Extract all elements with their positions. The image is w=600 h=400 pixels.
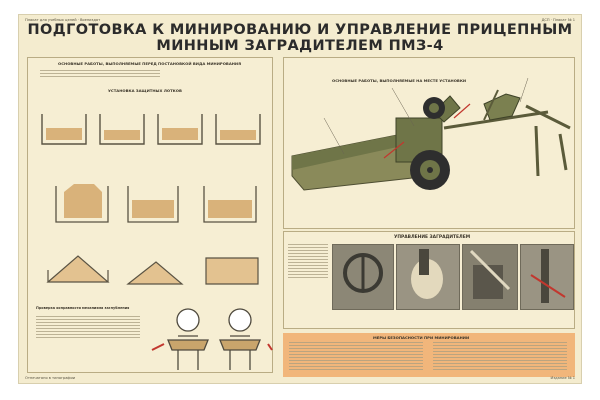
tray-diagram-3 bbox=[157, 114, 203, 145]
tray-diagram-2 bbox=[99, 114, 145, 145]
right-top-heading: ОСНОВНЫЕ РАБОТЫ, ВЫПОЛНЯЕМЫЕ НА МЕСТЕ УС… bbox=[332, 78, 467, 83]
left-intro-text bbox=[40, 70, 160, 79]
minelayer-illustration bbox=[291, 77, 571, 191]
control-heading: УПРАВЛЕНИЕ ЗАГРАДИТЕЛЕМ bbox=[394, 235, 471, 240]
safety-text-left bbox=[289, 342, 423, 372]
title-line-2: МИННЫМ ЗАГРАДИТЕЛЕМ ПМЗ-4 bbox=[156, 38, 444, 54]
left-panel-heading: ОСНОВНЫЕ РАБОТЫ, ВЫПОЛНЯЕМЫЕ ПЕРЕД ПОСТА… bbox=[58, 61, 242, 66]
depth-mechanism-drawing-1 bbox=[151, 308, 209, 370]
poster-sheet: Плакат для учебных целей · Воениздат ДСП… bbox=[18, 14, 582, 384]
wedge-diagram-1 bbox=[46, 255, 110, 283]
minelayer-body bbox=[291, 89, 571, 191]
depth-mechanism-drawing-2 bbox=[219, 308, 273, 370]
tray-diagram-4 bbox=[215, 114, 261, 145]
bottom-left-note: Отпечатано в типографии bbox=[25, 376, 76, 380]
left-panel: ОСНОВНЫЕ РАБОТЫ, ВЫПОЛНЯЕМЫЕ ПЕРЕД ПОСТА… bbox=[27, 57, 273, 373]
wedge-diagram-3 bbox=[205, 257, 259, 285]
callout-lines bbox=[323, 77, 529, 155]
control-photo-4 bbox=[520, 244, 574, 310]
control-photo-3 bbox=[462, 244, 518, 310]
control-photo-1 bbox=[332, 244, 394, 310]
left-bottom-heading: Проверка исправности механизма заглублен… bbox=[36, 306, 130, 310]
safety-block: МЕРЫ БЕЗОПАСНОСТИ ПРИ МИНИРОВАНИИ bbox=[283, 333, 575, 377]
spare-wheel bbox=[423, 97, 445, 119]
chute-diagram-2 bbox=[127, 186, 179, 223]
left-sub-heading: УСТАНОВКА ЗАЩИТНЫХ ЛОТКОВ bbox=[108, 88, 182, 93]
control-text bbox=[288, 244, 328, 280]
left-bottom-text bbox=[36, 316, 140, 340]
top-right-note: ДСП · Плакат № 1 bbox=[541, 18, 575, 22]
title-line-1: ПОДГОТОВКА К МИНИРОВАНИЮ И УПРАВЛЕНИЕ ПР… bbox=[27, 22, 573, 38]
control-photo-2 bbox=[396, 244, 460, 310]
top-left-note: Плакат для учебных целей · Воениздат bbox=[25, 18, 101, 22]
control-panel: УПРАВЛЕНИЕ ЗАГРАДИТЕЛЕМ bbox=[283, 231, 575, 329]
minelayer-wheel bbox=[410, 150, 450, 190]
safety-text-right bbox=[433, 342, 567, 372]
machine-panel: ОСНОВНЫЕ РАБОТЫ, ВЫПОЛНЯЕМЫЕ НА МЕСТЕ УС… bbox=[283, 57, 575, 229]
tray-diagram-1 bbox=[41, 114, 87, 145]
chute-diagram-1 bbox=[55, 184, 109, 223]
wedge-diagram-2 bbox=[126, 261, 184, 285]
red-indicators bbox=[383, 103, 471, 159]
bottom-right-note: Издание № 1 bbox=[550, 376, 576, 380]
chute-diagram-3 bbox=[203, 186, 257, 223]
safety-heading: МЕРЫ БЕЗОПАСНОСТИ ПРИ МИНИРОВАНИИ bbox=[373, 335, 470, 340]
left-diagrams bbox=[41, 114, 273, 370]
